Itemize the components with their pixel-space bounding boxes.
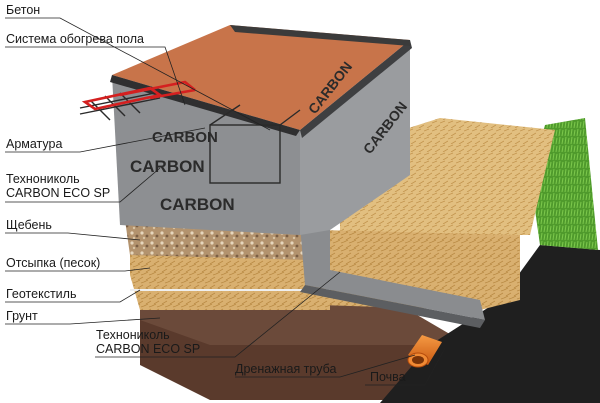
leader-lines <box>5 17 446 386</box>
label-topsoil: Почва <box>370 370 406 384</box>
label-concrete: Бетон <box>6 3 41 17</box>
carbon-print-1: CARBON <box>152 129 218 146</box>
carbon-print-2: CARBON <box>130 157 205 176</box>
foundation-side-face <box>300 40 410 235</box>
label-membrane-bottom-line2: CARBON ECO SP <box>96 342 201 356</box>
label-rebar: Арматура <box>6 137 63 151</box>
concrete-top-dark-edge <box>230 25 410 46</box>
membrane-bottom-wrap-edge <box>300 285 485 328</box>
label-membrane-top-line2: CARBON ECO SP <box>6 186 111 200</box>
foundation-side-edge <box>300 40 412 138</box>
label-sand-fill: Отсыпка (песок) <box>6 256 101 270</box>
topsoil-layer <box>380 245 600 403</box>
ground-layer-front <box>140 320 430 400</box>
label-gravel: Щебень <box>6 218 52 232</box>
label-geotextile: Геотекстиль <box>6 287 77 301</box>
label-membrane-bottom-line1: Технониколь <box>96 328 170 342</box>
membrane-bottom-wrap <box>300 225 485 320</box>
foundation-front-face <box>112 75 300 235</box>
carbon-print-3: CARBON <box>160 195 235 214</box>
label-membrane-top-line1: Технониколь <box>6 172 80 186</box>
rebar-cage <box>79 91 301 184</box>
label-floor-heating: Система обогрева пола <box>6 32 144 46</box>
floor-heating-loops <box>81 80 196 111</box>
concrete-top <box>112 25 410 130</box>
label-ground: Грунт <box>6 309 38 323</box>
drain-pipe <box>407 335 442 368</box>
label-drain-pipe: Дренажная труба <box>235 362 337 376</box>
